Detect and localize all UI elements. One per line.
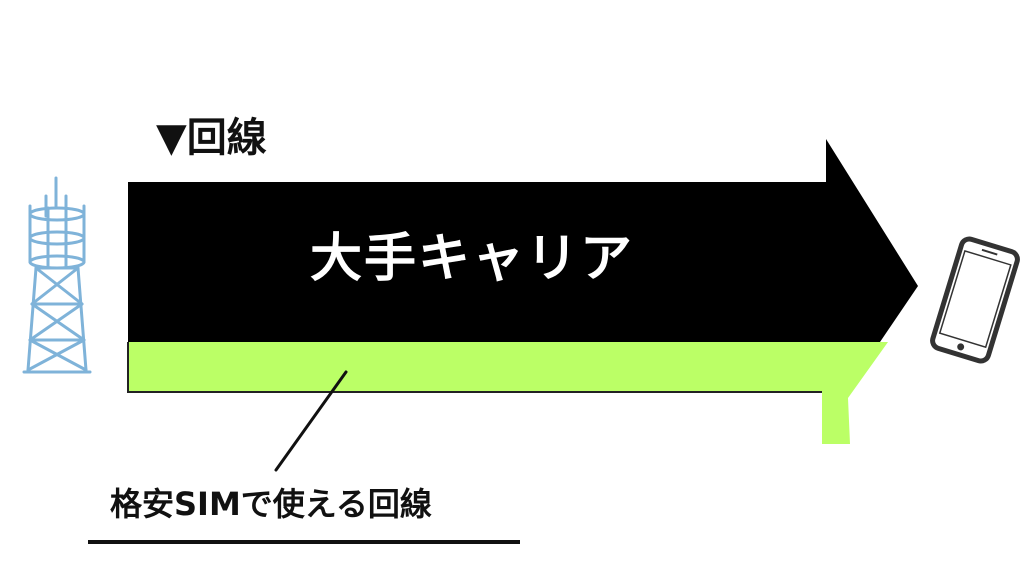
callout-pointer [274, 370, 348, 472]
cell-tower-icon [22, 176, 92, 374]
carrier-arrow-label: 大手キャリア [310, 229, 635, 289]
smartphone-icon [930, 236, 1020, 364]
carrier-arrow [128, 139, 918, 342]
mvno-band [128, 342, 888, 444]
mvno-callout-label: 格安SIMで使える回線 [110, 485, 432, 523]
mvno-band-outline [127, 342, 822, 393]
section-title: ▼回線 [156, 115, 267, 161]
